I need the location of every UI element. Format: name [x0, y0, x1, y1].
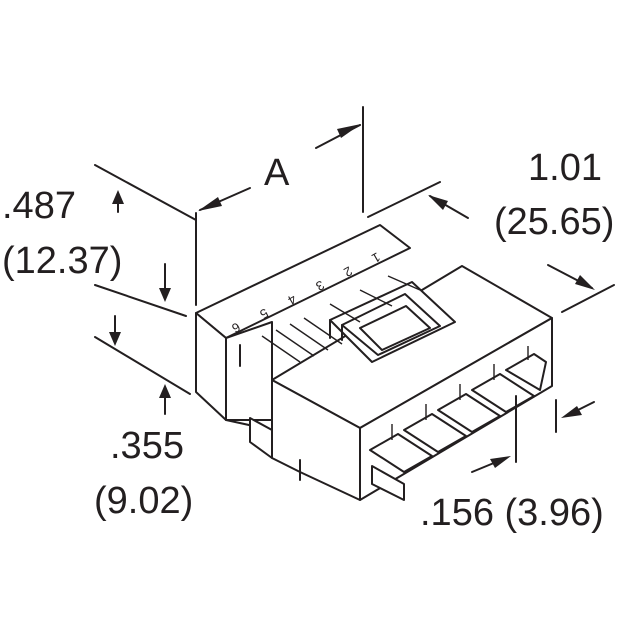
lower-height-inch-label: .355 [110, 425, 184, 467]
contact-slots [369, 346, 547, 501]
connector-body: 1 2 3 4 5 6 [195, 224, 553, 501]
dimension-height: .487 (12.37) [2, 164, 197, 317]
height-inch-label: .487 [2, 185, 76, 227]
dimension-pitch: .156 (3.96) [420, 395, 604, 534]
dimension-lower-height: .355 (9.02) [94, 315, 193, 522]
height-mm-label: (12.37) [2, 240, 122, 282]
dimension-a-label: A [264, 152, 290, 194]
width-inch-label: 1.01 [528, 147, 602, 189]
back-ribs [261, 275, 421, 363]
dimension-a: A [195, 106, 364, 306]
back-front-face [225, 321, 273, 421]
pitch-label: .156 (3.96) [420, 492, 604, 534]
bottom-tab [249, 417, 273, 459]
lower-height-mm-label: (9.02) [94, 480, 193, 522]
width-mm-label: (25.65) [494, 201, 614, 243]
dimension-width: 1.01 (25.65) [367, 147, 615, 313]
latch-core [359, 305, 431, 351]
